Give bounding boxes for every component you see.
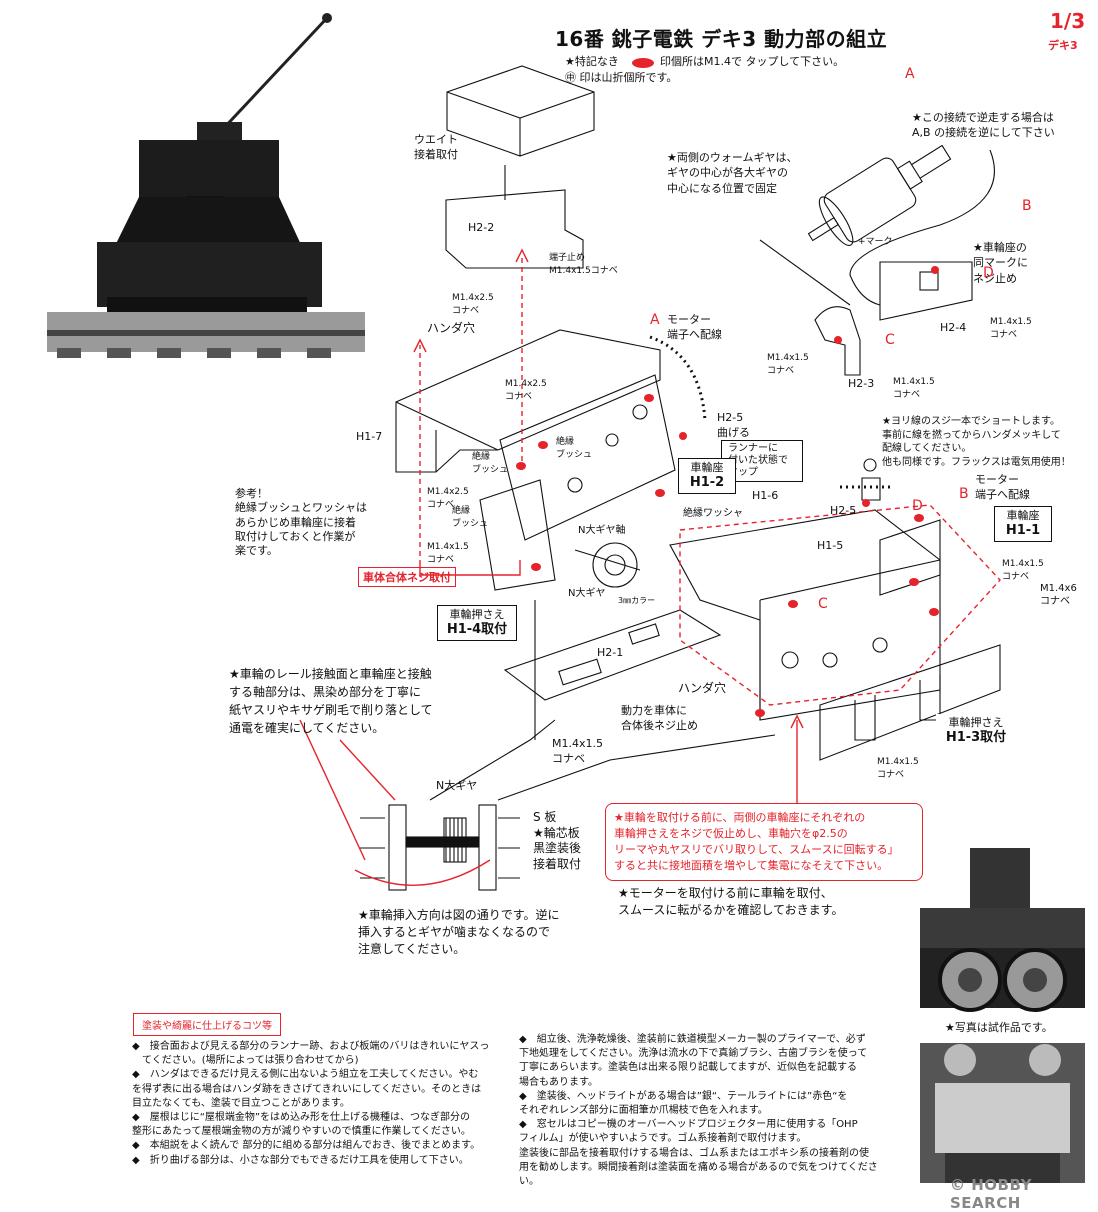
wheel-mount-red-note: ★車輪を取付ける前に、両側の車輪座にそれぞれの車輪押さえをネジで仮止めし、車軸穴… xyxy=(605,803,923,881)
part-label-h2-2: H2-2 xyxy=(468,221,495,234)
part-h2-4 xyxy=(879,261,973,321)
motor xyxy=(807,144,952,246)
motor-a-label: モーター端子へ配線 xyxy=(667,313,722,342)
rail-contact-note: ★車輪のレール接触面と車輪座と接触する軸部分は、黒染め部分を丁寧に紙ヤスリやキサ… xyxy=(229,667,433,735)
insulating-bush-3: 絶縁ブッシュ xyxy=(452,506,489,529)
legend-line-1a: ★特記なき xyxy=(565,55,619,68)
part-h1-2 xyxy=(499,374,676,541)
part-label-h2-5-right: H2-5 xyxy=(830,504,857,517)
page-title: 16番 銚子電鉄 デキ3 動力部の組立 xyxy=(555,27,888,51)
watermark: © HOBBY SEARCH xyxy=(950,1176,1032,1212)
plus-mark-label: +マーク xyxy=(858,237,893,247)
collar-label: 3㎜カラー xyxy=(618,596,656,605)
tips-right-column: ◆ 組立後、洗浄乾燥後、塗装前に鉄道模型メーカー製のプライマーで、必ず下地処理を… xyxy=(519,1034,878,1187)
part-h1-3 xyxy=(819,644,1001,761)
part-label-h2-4: H2-4 xyxy=(940,321,967,334)
motor-point-d: D xyxy=(983,265,994,281)
insulating-washer-label: 絶縁ワッシャ xyxy=(683,508,743,519)
part-h1-5 xyxy=(669,509,941,721)
s-plate-note: S 板★輪芯板黒塗装後接着取付 xyxy=(533,810,582,871)
part-h2-2 xyxy=(445,189,584,269)
part-label-h2-3: H2-3 xyxy=(848,377,875,390)
insert-direction-note: ★車輪挿入方向は図の通りです。逆に挿入するとギヤが噛まなくなるので注意してくださ… xyxy=(358,908,560,956)
body-screw-label: 車体合体ネジ取付 xyxy=(358,567,456,587)
n-gear-label: N大ギヤ xyxy=(568,588,606,599)
part-label-h2-1: H2-1 xyxy=(597,646,624,659)
right-point-b: B xyxy=(959,486,969,502)
motor-b-label: モーター端子へ配線 xyxy=(975,473,1030,502)
tips-title: 塗装や綺麗に仕上げるコツ等 xyxy=(133,1013,281,1036)
insulating-bush-2: 絶縁ブッシュ xyxy=(472,452,509,475)
reference-note: 参考！絶縁ブッシュとワッシャはあらかじめ車輪座に接着取付けしておくと作業が楽です… xyxy=(235,487,367,558)
red-dot-icon xyxy=(632,58,654,68)
legend-line-1b: 印個所はM1.4で タップして下さい。 xyxy=(660,55,845,68)
axle-n-gear-label: N大ギヤ xyxy=(436,779,478,792)
motor-point-b: B xyxy=(1022,198,1032,214)
part-label-h1-7: H1-7 xyxy=(356,430,383,443)
screw-label-f2: コナベ xyxy=(1040,596,1070,607)
weight-label: ウエイト接着取付 xyxy=(414,133,458,162)
top-point-a: A xyxy=(650,312,660,328)
locomotive-photo xyxy=(47,12,365,372)
part-label-h1-6: H1-6 xyxy=(752,489,779,502)
insulating-bush-1: 絶縁ブッシュ xyxy=(556,437,593,460)
mount-note: 動力を車体に合体後ネジ止め xyxy=(621,704,698,733)
motor-point-a: A xyxy=(905,66,915,82)
right-point-c: C xyxy=(818,596,828,612)
solder-hole-label: ハンダ穴 xyxy=(427,321,476,335)
photo-caption: ★写真は試作品です。 xyxy=(945,1021,1053,1034)
screw-label-f: M1.4x6 xyxy=(1040,583,1077,594)
seat-mark-note: ★車輪座の同マークにネジ止め xyxy=(973,241,1028,285)
right-point-d: D xyxy=(912,498,923,514)
legend-line-2: ㊥ 印は山折個所です。 xyxy=(565,71,678,84)
lead-wire-note: ★ヨリ線のスジ一本でショートします。事前に線を撚ってからハンダメッキして配線して… xyxy=(882,416,1071,468)
motor-point-c: C xyxy=(885,332,895,348)
weight-block xyxy=(446,65,595,157)
prototype-photo xyxy=(915,848,1090,1188)
tips-left-column: ◆ 接合面および見える部分のランナー跡、および板端のバリはきれいにヤスっ てくだ… xyxy=(132,1041,490,1166)
worm-gear-note: ★両側のウォームギヤは、ギヤの中心が各大ギヤの中心になる位置で固定 xyxy=(667,151,798,195)
wheelset xyxy=(360,804,520,891)
solder-hole-label-2: ハンダ穴 xyxy=(678,681,727,695)
part-h2-3 xyxy=(814,306,861,376)
motor-install-note: ★モーターを取付ける前に車輪を取付、スムースに転がるかを確認しておきます。 xyxy=(618,886,844,917)
model-name: デキ3 xyxy=(1048,39,1078,52)
page-number: 1/3 xyxy=(1050,9,1086,33)
part-label-h1-5: H1-5 xyxy=(817,539,844,552)
n-gear-shaft-label: N大ギヤ軸 xyxy=(578,525,626,536)
part-h2-1 xyxy=(503,609,722,701)
